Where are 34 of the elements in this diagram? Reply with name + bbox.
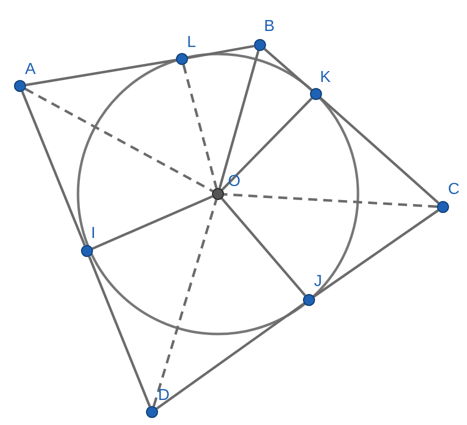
point-dot [437, 201, 449, 213]
point-dot [176, 53, 188, 65]
dashed-line [152, 199, 218, 407]
point-label: C [448, 182, 460, 198]
line-segment [156, 302, 305, 410]
point-label: K [320, 70, 331, 86]
point-dot [310, 88, 322, 100]
line-segment [320, 97, 440, 204]
point-dot [212, 188, 224, 200]
point-label: A [25, 62, 36, 78]
dashed-line [182, 64, 218, 189]
line-segment [218, 50, 260, 189]
line-segment [21, 91, 86, 246]
point-label: B [264, 19, 275, 35]
line-segment [313, 209, 439, 298]
line-segment [220, 198, 306, 296]
line-segment [221, 97, 313, 191]
point-dot [146, 406, 158, 418]
line-segment [92, 195, 213, 250]
point-label: J [314, 274, 322, 290]
dashed-line [224, 193, 438, 208]
dashed-line [24, 88, 214, 192]
point-dot [303, 294, 315, 306]
line-segment [88, 256, 151, 407]
point-dot [81, 245, 93, 257]
line-segment [188, 44, 254, 60]
point-dot [254, 39, 266, 51]
line-segment [26, 58, 176, 86]
point-dot [14, 80, 26, 92]
point-label: I [91, 226, 96, 242]
point-label: O [228, 174, 240, 190]
line-segment [264, 48, 312, 91]
point-label: L [187, 35, 196, 51]
point-label: D [158, 388, 170, 404]
